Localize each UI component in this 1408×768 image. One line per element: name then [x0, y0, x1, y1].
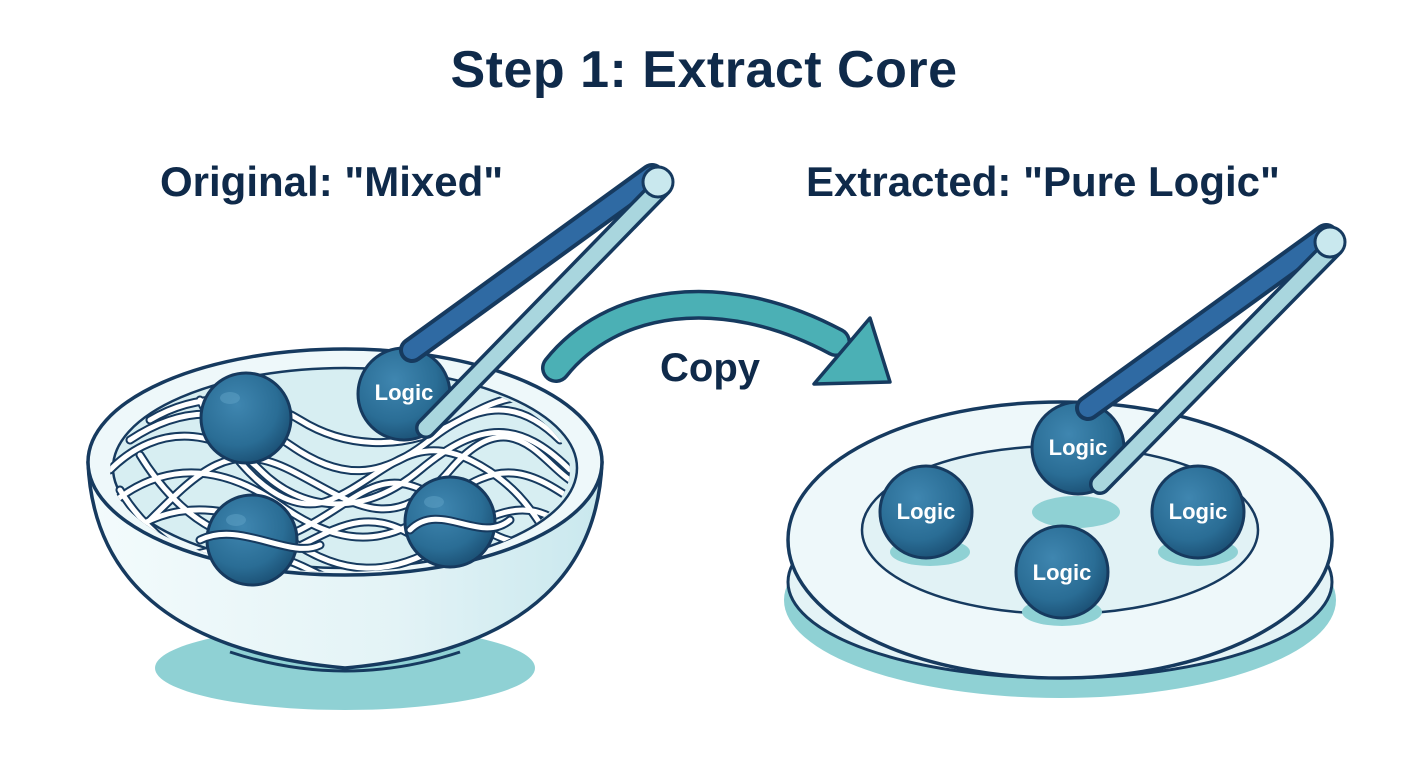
logic-ball-label: Logic — [1049, 435, 1108, 460]
bowl-foot — [229, 650, 461, 673]
meatball — [199, 371, 293, 465]
left-tongs — [399, 163, 675, 439]
logic-ball: Logic — [1150, 464, 1246, 560]
logic-ball-label: Logic — [1169, 499, 1228, 524]
original-label: Original: "Mixed" — [160, 158, 504, 205]
logic-ball: Logic — [1014, 524, 1110, 620]
copy-label: Copy — [660, 346, 760, 390]
logic-ball: Logic — [878, 464, 974, 560]
page-title: Step 1: Extract Core — [450, 41, 958, 99]
noodle-bowl: Logic — [86, 346, 604, 710]
plate: Logic Logic Logic Logic — [784, 400, 1336, 698]
logic-ball-label: Logic — [897, 499, 956, 524]
extracted-label: Extracted: "Pure Logic" — [806, 158, 1280, 205]
right-tongs — [1075, 223, 1347, 495]
logic-ball-label: Logic — [375, 380, 434, 405]
copy-arrow — [541, 289, 892, 386]
logic-ball-label: Logic — [1033, 560, 1092, 585]
